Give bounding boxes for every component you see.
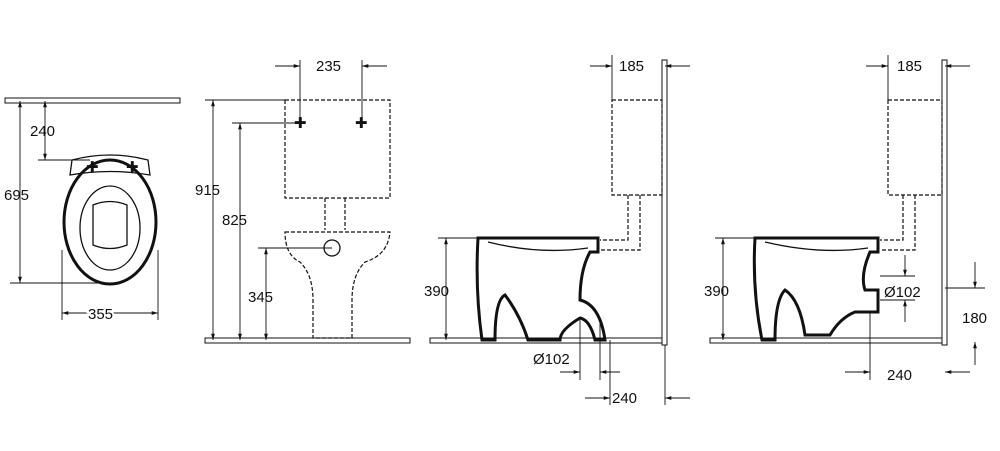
dim-390: 390	[424, 283, 449, 300]
dim-345: 345	[248, 289, 273, 306]
top-view: ✚ ✚ 695 240 355	[4, 97, 181, 325]
bowl-outline	[62, 158, 158, 286]
svg-text:✚: ✚	[294, 115, 307, 132]
dim-o102: Ø102	[884, 284, 921, 301]
front-view: ✚ ✚ 235 915 825 345	[195, 58, 411, 344]
dim-180: 180	[962, 310, 987, 327]
floor-line	[709, 337, 946, 344]
side-view-horizontal-outlet: 185 390 Ø102 180 240	[704, 55, 987, 384]
wall-line	[661, 59, 668, 346]
cistern	[284, 99, 391, 199]
dim-240: 240	[887, 367, 912, 384]
floor-line	[204, 337, 411, 344]
svg-text:✚: ✚	[126, 159, 139, 176]
dim-390: 390	[704, 283, 729, 300]
svg-text:✚: ✚	[86, 159, 99, 176]
seat-hinge-area	[69, 154, 151, 176]
dim-o102: Ø102	[533, 351, 570, 368]
wall-line	[4, 97, 181, 104]
side-view-vertical-outlet: 185 390 Ø102 240	[424, 55, 690, 407]
dim-240: 240	[612, 390, 637, 407]
dim-695: 695	[4, 187, 29, 204]
cistern	[887, 99, 943, 196]
dim-235: 235	[316, 58, 341, 75]
dim-915: 915	[195, 182, 220, 199]
dim-185: 185	[619, 58, 644, 75]
dim-355: 355	[88, 306, 113, 323]
bowl	[752, 236, 880, 342]
dim-825: 825	[222, 212, 247, 229]
svg-text:✚: ✚	[355, 115, 368, 132]
bowl	[284, 231, 391, 339]
bowl	[475, 236, 607, 342]
dim-240: 240	[30, 123, 55, 140]
wall-line	[941, 59, 948, 346]
dim-185: 185	[897, 58, 922, 75]
cistern	[611, 99, 663, 196]
